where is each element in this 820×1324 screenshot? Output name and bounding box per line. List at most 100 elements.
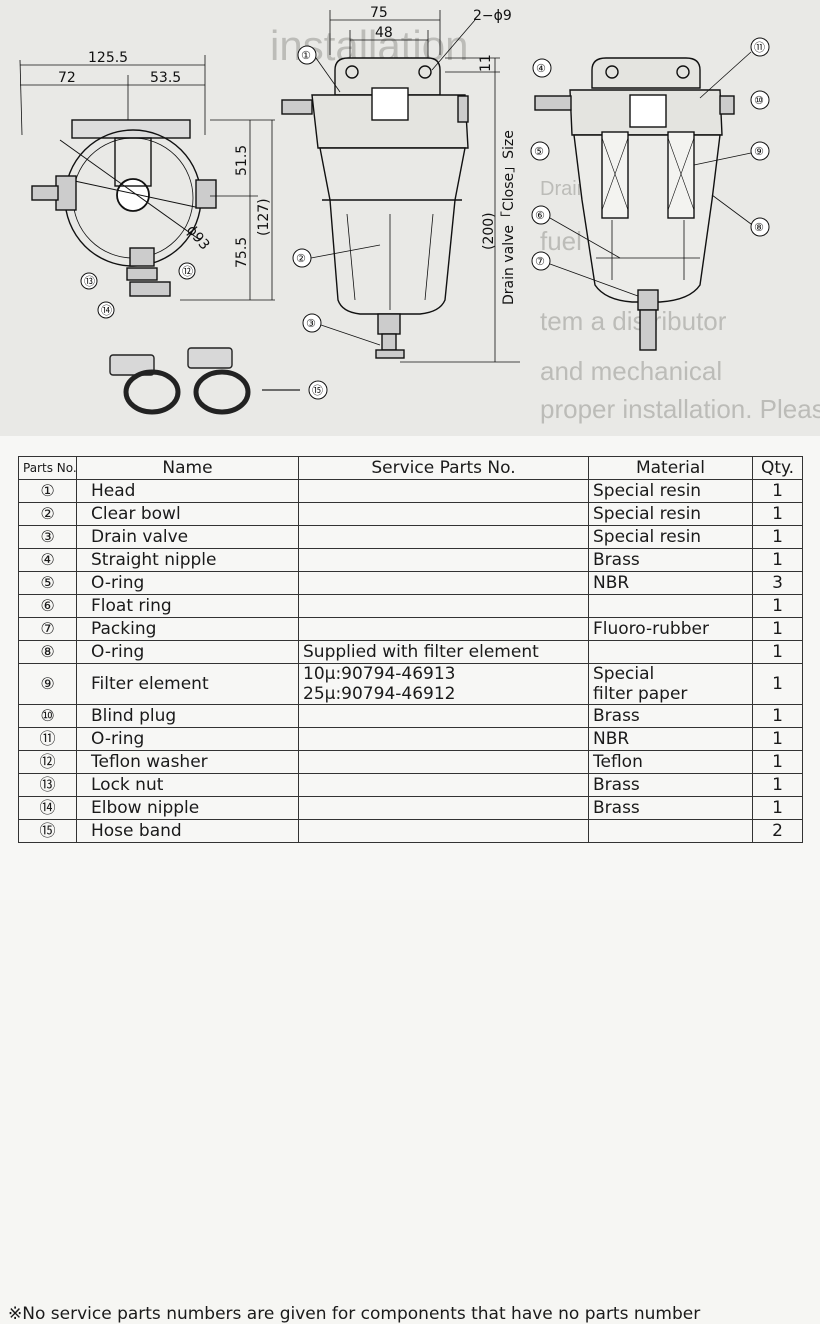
callout-15: ⑮ — [312, 384, 323, 397]
parts-table: Parts No. Name Service Parts No. Materia… — [18, 456, 803, 843]
qty-cell: 1 — [752, 479, 803, 503]
qty-cell: 1 — [752, 548, 803, 572]
material-cell: NBR — [588, 727, 753, 751]
part-number-cell: ⑦ — [18, 617, 77, 641]
part-number-cell: ⑧ — [18, 640, 77, 664]
service-parts-cell — [298, 479, 589, 503]
dim-holes: 2−ϕ9 — [473, 8, 512, 24]
dim-height: (200) — [481, 212, 497, 250]
qty-cell: 1 — [752, 502, 803, 526]
part-name-cell: Drain valve — [76, 525, 299, 549]
qty-cell: 1 — [752, 750, 803, 774]
dim-diameter: ϕ93 — [183, 222, 213, 253]
qty-cell: 2 — [752, 819, 803, 843]
footnote: ※No service parts numbers are given for … — [8, 1304, 701, 1324]
callout-6: ⑥ — [535, 209, 545, 222]
part-name-cell: Head — [76, 479, 299, 503]
callout-7: ⑦ — [535, 255, 545, 268]
service-parts-cell: Supplied with filter element — [298, 640, 589, 664]
qty-cell: 1 — [752, 594, 803, 618]
material-cell: NBR — [588, 571, 753, 595]
drawing-panel: installation Drain valve plate fuel tank… — [0, 0, 820, 436]
material-cell: Special filter paper — [588, 663, 753, 705]
service-parts-cell — [298, 594, 589, 618]
qty-cell: 1 — [752, 525, 803, 549]
service-parts-cell — [298, 796, 589, 820]
dim-upper-height: 51.5 — [234, 145, 250, 176]
callout-11: ⑪ — [754, 41, 765, 54]
material-cell: Special resin — [588, 479, 753, 503]
qty-cell: 1 — [752, 640, 803, 664]
bg-text-5: and mechanical — [540, 356, 722, 386]
dim-left-width: 72 — [58, 70, 76, 86]
part-name-cell: Elbow nipple — [76, 796, 299, 820]
header-service-parts-no: Service Parts No. — [298, 456, 589, 480]
part-number-cell: ⑨ — [18, 663, 77, 705]
part-number-cell: ⑫ — [18, 750, 77, 774]
part-name-cell: O-ring — [76, 571, 299, 595]
dim-total-height: (127) — [256, 198, 272, 236]
part-number-cell: ⑬ — [18, 773, 77, 797]
center-view — [281, 10, 520, 363]
service-parts-cell — [298, 571, 589, 595]
part-number-cell: ⑪ — [18, 727, 77, 751]
part-number-cell: ⑩ — [18, 704, 77, 728]
callout-13: ⑬ — [84, 275, 95, 288]
header-parts-no: Parts No. — [18, 456, 77, 480]
part-number-cell: ⑭ — [18, 796, 77, 820]
dim-mount-spacing: 75 — [370, 5, 388, 21]
callout-5: ⑤ — [534, 145, 544, 158]
bg-text-6: proper installation. Please — [540, 394, 820, 424]
header-name: Name — [76, 456, 299, 480]
qty-cell: 1 — [752, 663, 803, 705]
part-number-cell: ② — [18, 502, 77, 526]
service-parts-cell — [298, 525, 589, 549]
section-view — [534, 57, 735, 351]
part-number-cell: ⑥ — [18, 594, 77, 618]
material-cell: Brass — [588, 548, 753, 572]
service-parts-cell — [298, 502, 589, 526]
dim-height-note: Drain valve「Close」Size — [501, 130, 517, 305]
dim-overall-width: 125.5 — [88, 50, 128, 66]
service-parts-cell — [298, 773, 589, 797]
material-cell — [588, 640, 753, 664]
callout-12: ⑫ — [182, 265, 193, 278]
qty-cell: 1 — [752, 617, 803, 641]
service-parts-cell — [298, 548, 589, 572]
qty-cell: 1 — [752, 727, 803, 751]
callout-8: ⑧ — [754, 221, 764, 234]
material-cell: Brass — [588, 704, 753, 728]
dim-lower-height: 75.5 — [234, 237, 250, 268]
top-view — [19, 55, 275, 301]
part-name-cell: Clear bowl — [76, 502, 299, 526]
material-cell — [588, 819, 753, 843]
callout-4: ④ — [536, 62, 546, 75]
part-name-cell: Filter element — [76, 663, 299, 705]
technical-drawing: installation Drain valve plate fuel tank… — [19, 5, 820, 424]
part-name-cell: Straight nipple — [76, 548, 299, 572]
part-name-cell: Lock nut — [76, 773, 299, 797]
qty-cell: 3 — [752, 571, 803, 595]
parts-panel: Parts No. Name Service Parts No. Materia… — [0, 436, 820, 1324]
part-number-cell: ⑮ — [18, 819, 77, 843]
part-name-cell: Blind plug — [76, 704, 299, 728]
callout-10: ⑩ — [754, 94, 764, 107]
service-parts-cell: 10μ:90794-46913 25μ:90794-46912 — [298, 663, 589, 705]
part-number-cell: ⑤ — [18, 571, 77, 595]
material-cell: Teflon — [588, 750, 753, 774]
header-qty: Qty. — [752, 456, 803, 480]
part-name-cell: O-ring — [76, 727, 299, 751]
part-number-cell: ③ — [18, 525, 77, 549]
callout-3: ③ — [306, 317, 316, 330]
